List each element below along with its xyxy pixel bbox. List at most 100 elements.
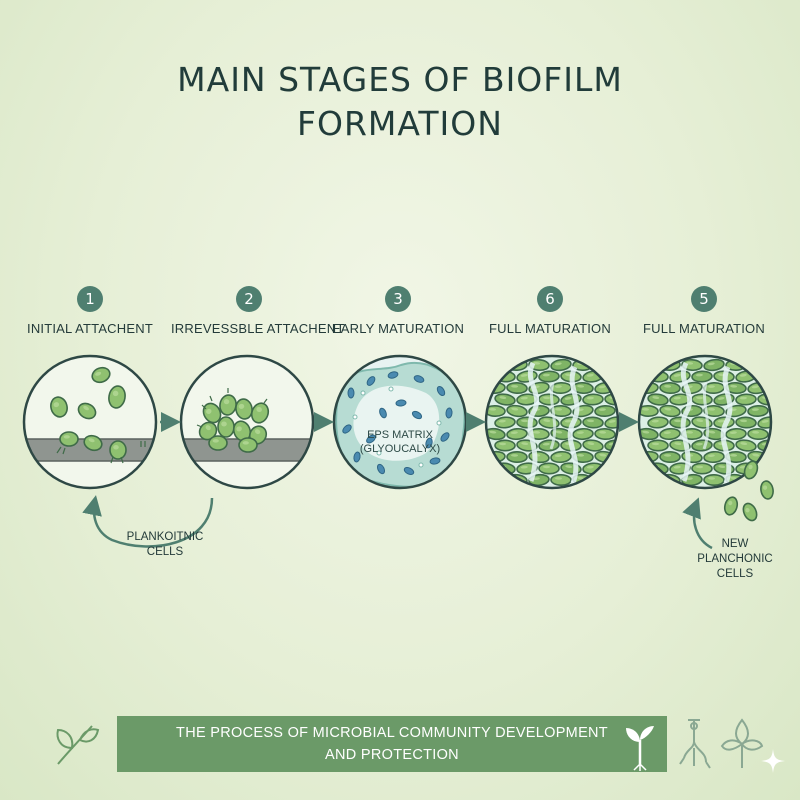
- page-title: MAIN STAGES OF BIOFILM FORMATION: [0, 58, 800, 146]
- new-planktonic-cells-note: NEW PLANCHONIC CELLS: [697, 538, 773, 580]
- planktonic-cells-note: PLANKOITNIC CELLS: [126, 531, 204, 558]
- bacterium: [50, 396, 68, 418]
- water-channel: [720, 365, 733, 484]
- embedded-cell: [436, 385, 446, 397]
- clustered-cell: [691, 393, 713, 406]
- clustered-cell: [506, 427, 528, 441]
- clustered-cell: [735, 416, 757, 429]
- clustered-cell: [735, 393, 757, 406]
- bacterium: [108, 385, 126, 409]
- clustered-cell: [757, 416, 771, 429]
- embedded-cell: [342, 424, 352, 434]
- water-channel: [680, 361, 693, 482]
- clustered-cell: [659, 381, 681, 395]
- embedded-cell: [387, 371, 399, 379]
- embedded-cell: [445, 407, 453, 419]
- stage-1-header: 1 INITIAL ATTACHENT: [12, 286, 168, 336]
- clustered-cell: [572, 427, 594, 441]
- bacterium: [77, 402, 97, 420]
- clustered-cell: [757, 370, 771, 383]
- clustered-cell: [486, 474, 506, 487]
- embedded-cell: [440, 432, 450, 442]
- clustered-cell: [486, 358, 506, 372]
- stage-4-illustration: [484, 354, 620, 490]
- bacterium: [91, 366, 111, 384]
- eps-matrix-label: EPS MATRIX (GLYOUCALYX): [359, 429, 441, 455]
- stage-5-illustration: [637, 354, 773, 490]
- stage-5-number: 5: [691, 286, 717, 312]
- circle-border: [179, 354, 315, 490]
- clustered-cell: [582, 416, 604, 429]
- stage-1-label: INITIAL ATTACHENT: [27, 321, 153, 336]
- bacterium: [109, 440, 127, 460]
- clustered-cell: [639, 474, 659, 487]
- clustered-cell: [594, 473, 616, 487]
- clustered-cell: [604, 462, 618, 475]
- clustered-cell: [604, 416, 618, 429]
- clustered-cell: [747, 427, 769, 441]
- bacterium: [723, 496, 739, 516]
- clustered-cell: [538, 370, 560, 383]
- clustered-cell: [669, 416, 691, 429]
- clustered-cell: [639, 358, 659, 372]
- title-line-2: FORMATION: [297, 104, 503, 143]
- summary-banner: THE PROCESS OF MICROBIAL COMMUNITY DEVEL…: [117, 716, 667, 772]
- stage-2-illustration: [179, 354, 315, 490]
- stage-3-label: EARLY MATURATION: [331, 321, 465, 336]
- stage-4-header: 6 FULL MATURATION: [472, 286, 628, 336]
- bacterium: [208, 435, 228, 451]
- stage-2-label: IRREVESSBLE ATTACHENT: [171, 321, 345, 336]
- bacterium: [59, 431, 79, 447]
- clustered-cell: [494, 439, 516, 452]
- plant-roots-icon: [679, 719, 711, 769]
- embedded-cell: [429, 457, 441, 465]
- clustered-cell: [757, 462, 771, 475]
- embedded-cell: [366, 376, 376, 386]
- sparkle-icon: [761, 749, 785, 773]
- circle-border: [484, 354, 620, 490]
- embedded-cell: [347, 387, 355, 399]
- stage-1-number: 1: [77, 286, 103, 312]
- clustered-cell: [659, 427, 681, 441]
- clustered-cell: [594, 404, 616, 418]
- clustered-cell: [647, 416, 669, 429]
- clustered-cell: [725, 427, 747, 441]
- banner-line-2: AND PROTECTION: [325, 747, 459, 763]
- embedded-cell: [379, 407, 387, 419]
- clustered-cell: [703, 358, 725, 372]
- stage-5-label: FULL MATURATION: [643, 321, 765, 336]
- clustered-cell: [494, 416, 516, 429]
- clustered-cell: [604, 370, 618, 383]
- embedded-cell: [366, 434, 376, 444]
- bacterium: [235, 398, 253, 420]
- banner-line-1: THE PROCESS OF MICROBIAL COMMUNITY DEVEL…: [176, 725, 608, 741]
- bacterium: [202, 402, 222, 424]
- seedling-icon: [626, 726, 654, 771]
- embedded-cell: [353, 451, 361, 463]
- clustered-cell: [506, 381, 528, 395]
- embedded-cell: [376, 463, 386, 475]
- clustered-cell: [647, 439, 669, 452]
- stage-3-header: 3 EARLY MATURATION: [320, 286, 476, 336]
- title-line-1: MAIN STAGES OF BIOFILM: [177, 60, 623, 99]
- clustered-cell: [538, 462, 560, 475]
- stage-4-number: 6: [537, 286, 563, 312]
- clustered-cell: [691, 370, 713, 383]
- circle-border: [22, 354, 158, 490]
- leaf-sprig-icon: [56, 725, 100, 765]
- circle-border: [637, 354, 773, 490]
- clustered-cell: [582, 393, 604, 406]
- clustered-cell: [747, 473, 769, 487]
- bacterium: [250, 402, 270, 424]
- water-channel: [527, 361, 540, 482]
- clustered-cell: [747, 358, 769, 372]
- stage-3-illustration: [332, 354, 468, 490]
- clustered-cell: [594, 358, 616, 372]
- clustered-cell: [506, 450, 528, 464]
- water-channel: [567, 365, 580, 484]
- stage-1-illustration: [22, 354, 158, 490]
- clustered-cell: [550, 450, 572, 464]
- embedded-cell: [425, 437, 433, 449]
- stage-4-label: FULL MATURATION: [489, 321, 611, 336]
- bacterium: [742, 502, 758, 522]
